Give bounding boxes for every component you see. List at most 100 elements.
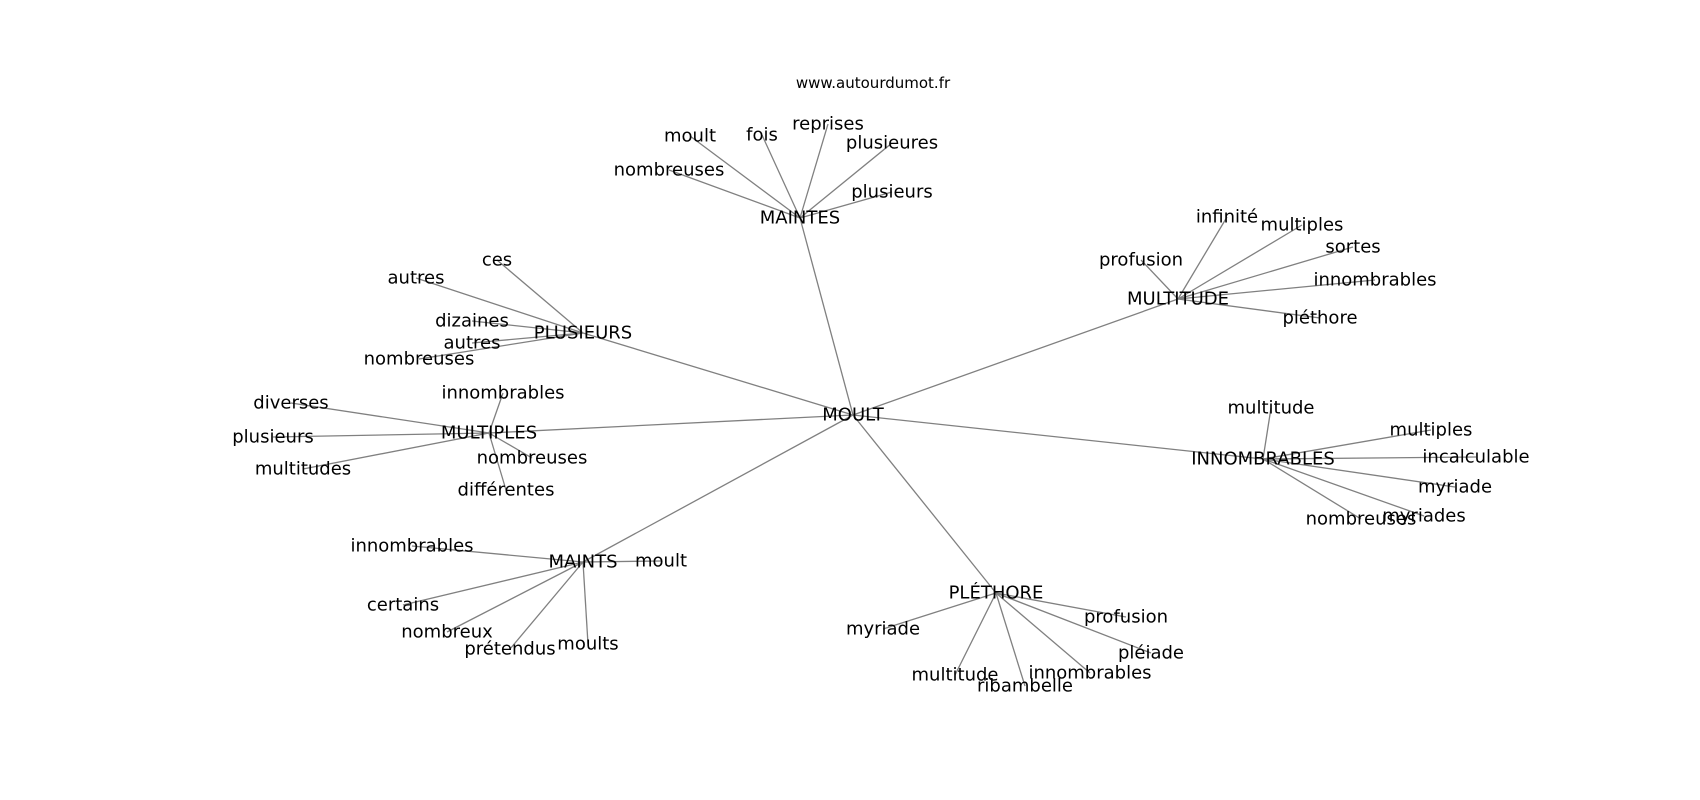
edge-center-maintes [799,217,854,416]
leaf-node-plethore-3: multitude [912,665,999,686]
leaf-node-innombrables-4: myriades [1382,506,1466,527]
leaf-node-plethore-1: profusion [1084,607,1168,628]
hub-node-plethore: PLÉTHORE [949,582,1044,604]
edge-multiples-2 [272,432,490,438]
edge-plethore-2 [995,592,1152,654]
leaf-node-innombrables-2: incalculable [1422,447,1529,468]
leaf-node-innombrables-0: multitude [1228,398,1315,419]
leaf-node-plusieurs-0: ces [482,250,512,271]
edge-maints-5 [582,561,589,645]
edge-center-multitude [852,298,1179,416]
edge-plethore-0 [882,592,997,630]
edge-maints-4 [509,561,584,650]
leaf-node-maints-4: prétendus [464,639,555,660]
leaf-node-maintes-2: reprises [792,114,864,135]
edge-plusieurs-3 [471,332,584,344]
leaf-node-multiples-5: différentes [458,480,555,501]
edge-innombrables-0 [1262,407,1272,460]
leaf-node-multiples-4: nombreuses [477,448,588,469]
edge-plusieurs-0 [496,259,584,334]
leaf-node-multitude-4: innombrables [1313,270,1436,291]
edge-multiples-1 [290,402,490,434]
edge-plusieurs-1 [415,277,584,334]
edge-center-plethore [852,414,997,594]
hub-node-maints: MAINTS [548,552,617,573]
edge-center-innombrables [852,414,1264,460]
edge-multitude-2 [1177,246,1354,300]
edge-multiples-0 [488,392,504,434]
edge-center-multiples [488,414,854,434]
graph-edges [272,123,1477,687]
edge-multitude-1 [1177,224,1303,300]
edge-multitude-0 [1177,216,1228,300]
edge-multitude-5 [1177,298,1321,319]
hub-node-innombrables: INNOMBRABLES [1191,449,1335,470]
watermark: www.autourdumot.fr [796,74,951,92]
leaf-node-maints-2: certains [367,595,439,616]
leaf-node-plusieurs-1: autres [388,268,445,289]
edge-multiples-4 [488,432,533,459]
edge-maintes-5 [799,191,893,219]
leaf-node-multitude-1: multiples [1261,215,1344,236]
edge-plusieurs-2 [471,320,584,334]
edge-plusieurs-4 [418,332,584,360]
edge-innombrables-5 [1262,458,1362,520]
leaf-node-plethore-4: ribambelle [977,676,1073,697]
leaf-node-maints-1: moult [635,551,687,572]
leaf-node-maintes-5: plusieurs [851,182,932,203]
edge-multiples-3 [302,432,490,470]
leaf-node-multiples-0: innombrables [441,383,564,404]
edge-maints-3 [446,561,584,633]
edge-maintes-4 [668,169,801,219]
edge-multiples-5 [488,432,507,491]
edge-center-maints [582,414,854,563]
leaf-node-multitude-5: pléthore [1282,308,1357,329]
hub-node-multitude: MULTITUDE [1127,289,1229,310]
edge-plethore-3 [954,592,997,676]
leaf-node-multiples-3: multitudes [255,459,351,480]
edge-maints-2 [402,561,584,606]
edge-multitude-4 [1177,279,1376,300]
edge-maintes-0 [689,135,801,219]
leaf-node-plusieurs-2: dizaines [435,311,509,332]
leaf-node-maintes-4: nombreuses [614,160,725,181]
edge-innombrables-3 [1262,458,1456,488]
hub-node-plusieurs: PLUSIEURS [534,323,632,344]
edge-multitude-3 [1140,259,1179,300]
edge-maintes-3 [799,142,893,219]
edge-center-plusieurs [582,332,854,416]
leaf-node-maints-3: nombreux [401,622,493,643]
leaf-node-multiples-2: plusieurs [232,427,313,448]
hub-node-multiples: MULTIPLES [441,423,537,444]
edge-plethore-5 [995,592,1091,674]
edge-innombrables-1 [1262,429,1432,460]
leaf-node-multiples-1: diverses [253,393,328,414]
edge-maintes-1 [761,134,801,219]
leaf-node-maintes-0: moult [664,126,716,147]
leaf-node-maints-5: moults [557,634,618,655]
edge-innombrables-4 [1262,458,1425,517]
leaf-node-multitude-0: infinité [1196,207,1258,228]
leaf-node-plusieurs-4: nombreuses [364,349,475,370]
edge-plethore-4 [995,592,1026,687]
leaf-node-multitude-2: sortes [1325,237,1380,258]
leaf-node-plethore-5: innombrables [1028,663,1151,684]
hub-node-maintes: MAINTES [760,208,840,229]
leaf-node-plethore-2: pléiade [1118,643,1184,664]
leaf-node-maintes-1: fois [746,125,778,146]
edge-maints-1 [582,560,662,563]
edge-plethore-1 [995,592,1127,618]
leaf-node-innombrables-3: myriade [1418,477,1492,498]
leaf-node-plusieurs-3: autres [444,333,501,354]
leaf-node-innombrables-1: multiples [1390,420,1473,441]
leaf-node-innombrables-5: nombreuses [1306,509,1417,530]
edge-maints-0 [411,545,584,563]
leaf-node-maintes-3: plusieures [846,133,938,154]
edge-maintes-2 [799,123,829,219]
leaf-node-maints-0: innombrables [350,536,473,557]
leaf-node-plethore-0: myriade [846,619,920,640]
center-node-label: MOULT [822,405,884,426]
edge-innombrables-2 [1262,456,1477,460]
